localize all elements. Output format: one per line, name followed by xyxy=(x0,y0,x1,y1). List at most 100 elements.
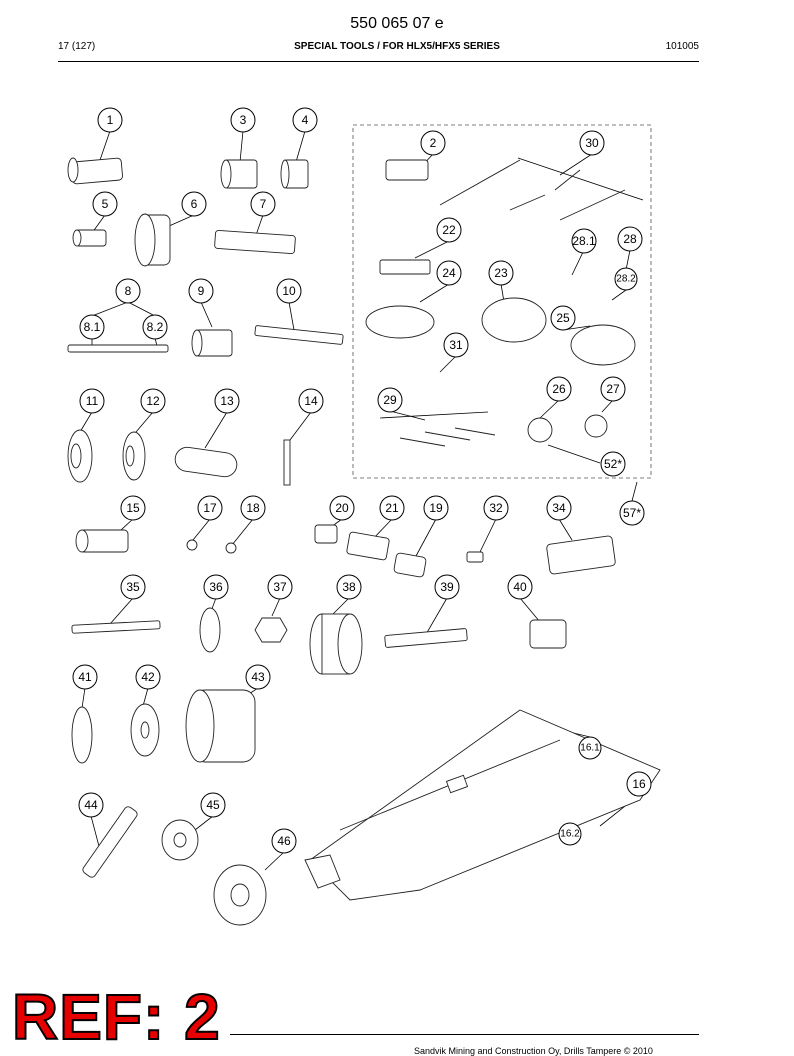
callout-label: 34 xyxy=(552,501,566,515)
callout-5: 5 xyxy=(92,191,118,217)
callout-12: 12 xyxy=(140,388,166,414)
callout-27: 27 xyxy=(600,376,626,402)
callout-28-1: 28.1 xyxy=(571,228,597,254)
callout-label: 40 xyxy=(513,580,527,594)
callout-16: 16 xyxy=(626,771,652,797)
document-number: 550 065 07 e xyxy=(350,15,444,32)
callout-label: 2 xyxy=(430,136,437,150)
callout-label: 13 xyxy=(220,394,234,408)
callout-8-2: 8.2 xyxy=(142,314,168,340)
callout-18: 18 xyxy=(240,495,266,521)
callout-label: 23 xyxy=(494,266,508,280)
callout-8-1: 8.1 xyxy=(79,314,105,340)
callout-38: 38 xyxy=(336,574,362,600)
callout-26: 26 xyxy=(546,376,572,402)
callout-label: 6 xyxy=(191,197,198,211)
callout-label: 18 xyxy=(246,501,260,515)
callout-9: 9 xyxy=(188,278,214,304)
callout-label: 7 xyxy=(260,197,267,211)
part-drawings xyxy=(67,157,661,926)
callout-label: 39 xyxy=(440,580,454,594)
callout-label: 24 xyxy=(442,266,456,280)
callout-43: 43 xyxy=(245,664,271,690)
callout-35: 35 xyxy=(120,574,146,600)
callout-label: 31 xyxy=(449,338,463,352)
callout-label: 38 xyxy=(342,580,356,594)
callout-44: 44 xyxy=(78,792,104,818)
callout-32: 32 xyxy=(483,495,509,521)
callout-42: 42 xyxy=(135,664,161,690)
callout-label: 1 xyxy=(107,113,114,127)
callout-7: 7 xyxy=(250,191,276,217)
callout-52-: 52* xyxy=(600,451,626,477)
callout-41: 41 xyxy=(72,664,98,690)
callout-label: 46 xyxy=(277,834,291,848)
callout-label: 19 xyxy=(429,501,443,515)
callout-3: 3 xyxy=(230,107,256,133)
callout-label: 12 xyxy=(146,394,160,408)
callout-8: 8 xyxy=(115,278,141,304)
callout-label: 10 xyxy=(282,284,296,298)
callout-label: 41 xyxy=(78,670,92,684)
callout-label: 27 xyxy=(606,382,620,396)
callout-37: 37 xyxy=(267,574,293,600)
callout-11: 11 xyxy=(79,388,105,414)
footer-copyright: Sandvik Mining and Construction Oy, Dril… xyxy=(414,1046,653,1056)
document-code: 101005 xyxy=(665,41,699,52)
callout-label: 28.2 xyxy=(616,274,636,285)
callout-4: 4 xyxy=(292,107,318,133)
document-title: SPECIAL TOOLS / FOR HLX5/HFX5 SERIES xyxy=(294,41,500,52)
ref-stamp: REF: 2 xyxy=(11,981,221,1053)
footer-rule xyxy=(230,1034,699,1035)
callout-label: 16.1 xyxy=(580,743,600,754)
callout-17: 17 xyxy=(197,495,223,521)
callout-label: 30 xyxy=(585,136,599,150)
callout-label: 37 xyxy=(273,580,287,594)
callout-label: 15 xyxy=(126,501,140,515)
callout-label: 28 xyxy=(623,232,637,246)
callout-28: 28 xyxy=(617,226,643,252)
callout-14: 14 xyxy=(298,388,324,414)
callout-label: 22 xyxy=(442,223,456,237)
callout-40: 40 xyxy=(507,574,533,600)
callout-22: 22 xyxy=(436,217,462,243)
callout-24: 24 xyxy=(436,260,462,286)
callout-2: 2 xyxy=(420,130,446,156)
callout-label: 17 xyxy=(203,501,217,515)
callout-label: 16 xyxy=(632,777,646,791)
callout-label: 8.2 xyxy=(147,320,164,334)
callout-label: 52* xyxy=(604,457,622,471)
callout-6: 6 xyxy=(181,191,207,217)
callout-label: 35 xyxy=(126,580,140,594)
callout-label: 44 xyxy=(84,798,98,812)
callout-label: 11 xyxy=(86,394,99,408)
kit-boundary xyxy=(352,124,652,479)
callout-39: 39 xyxy=(434,574,460,600)
callout-45: 45 xyxy=(200,792,226,818)
callout-label: 57* xyxy=(623,506,641,520)
callout-34: 34 xyxy=(546,495,572,521)
callout-1: 1 xyxy=(97,107,123,133)
callout-36: 36 xyxy=(203,574,229,600)
callout-label: 25 xyxy=(556,311,570,325)
page-label: 17 (127) xyxy=(58,41,96,52)
callout-25: 25 xyxy=(550,305,576,331)
callout-label: 8.1 xyxy=(84,320,101,334)
callout-label: 5 xyxy=(102,197,109,211)
callout-16-2: 16.2 xyxy=(558,822,582,846)
callout-label: 3 xyxy=(240,113,247,127)
callout-label: 14 xyxy=(304,394,318,408)
callout-30: 30 xyxy=(579,130,605,156)
callout-label: 8 xyxy=(125,284,132,298)
callout-28-2: 28.2 xyxy=(614,267,638,291)
callout-label: 21 xyxy=(385,501,399,515)
callout-label: 26 xyxy=(552,382,566,396)
callout-label: 36 xyxy=(209,580,223,594)
callout-label: 45 xyxy=(206,798,220,812)
callout-13: 13 xyxy=(214,388,240,414)
callout-label: 20 xyxy=(335,501,349,515)
callout-15: 15 xyxy=(120,495,146,521)
callout-19: 19 xyxy=(423,495,449,521)
